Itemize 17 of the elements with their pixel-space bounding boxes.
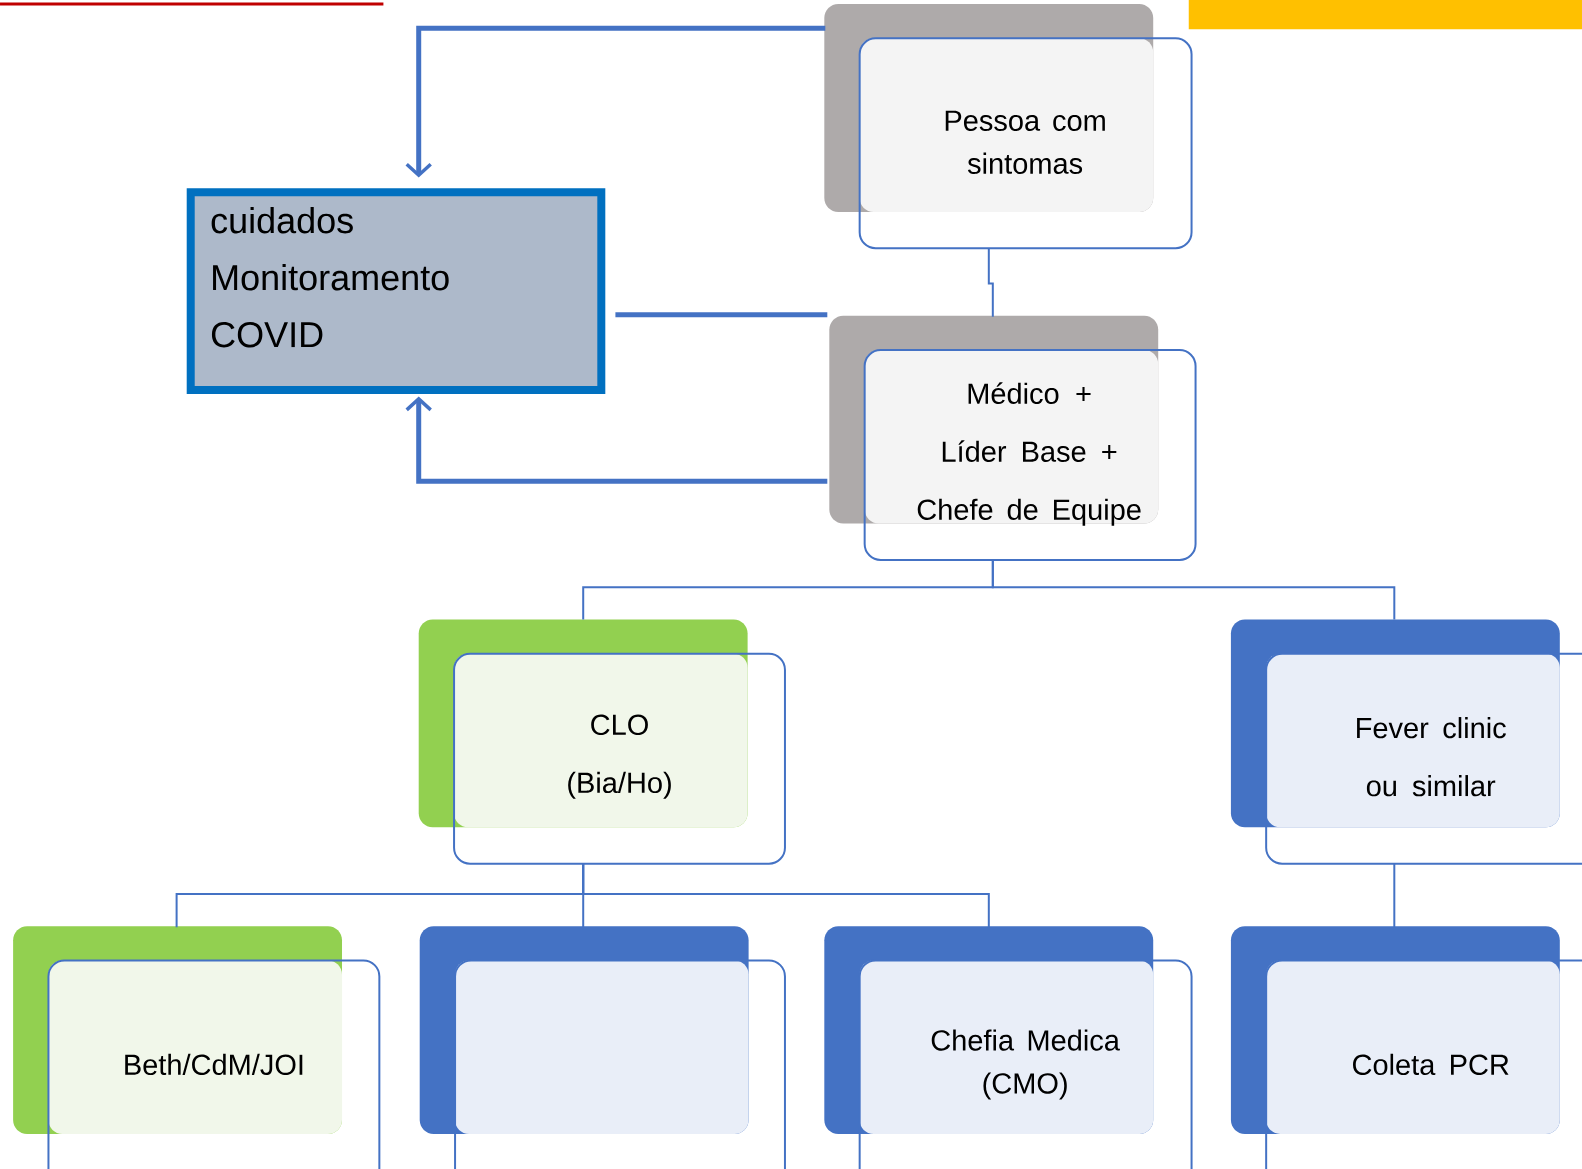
- org-box: Coleta PCR: [1265, 959, 1582, 1169]
- process-box: cuidados Monitoramento COVID: [186, 188, 606, 394]
- connector: [991, 558, 1396, 621]
- org-box: Pessoa com sintomas: [858, 37, 1193, 250]
- org-box: CLO (Bia/Ho): [453, 652, 786, 865]
- banner-bar: [1188, 0, 1582, 30]
- connector: [615, 312, 828, 318]
- connector: [405, 396, 828, 484]
- connector: [987, 247, 994, 318]
- org-box: Chefia Medica (CMO): [858, 959, 1193, 1169]
- org-box: [454, 959, 786, 1169]
- org-box: Beth/CdM/JOI: [47, 959, 381, 1169]
- org-box: Médico + Líder Base + Chefe de Equipe: [863, 349, 1197, 561]
- org-box: Fever clinic ou similar: [1265, 652, 1582, 865]
- connector: [582, 862, 990, 929]
- connector: [405, 25, 826, 178]
- connector: [1393, 862, 1396, 929]
